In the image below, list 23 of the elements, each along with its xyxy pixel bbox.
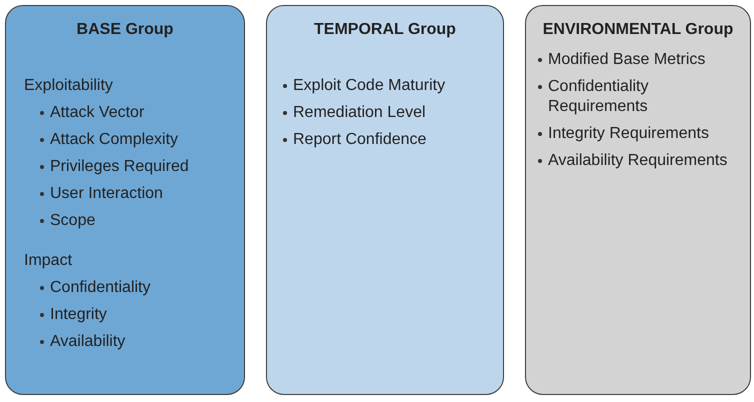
metric-item: Confidentiality Requirements bbox=[548, 77, 650, 117]
metric-item: User Interaction bbox=[50, 184, 163, 204]
metric-item: Report Confidence bbox=[293, 130, 426, 150]
metric-item: Availability Requirements bbox=[548, 151, 728, 171]
metric-item: Integrity bbox=[50, 305, 107, 325]
metric-item: Remediation Level bbox=[293, 103, 426, 123]
metric-item: Attack Complexity bbox=[50, 130, 178, 150]
metric-item: Integrity Requirements bbox=[548, 124, 709, 144]
metric-item: Exploit Code Maturity bbox=[293, 76, 446, 96]
metric-item: Confidentiality bbox=[50, 278, 150, 298]
metric-item: Availability bbox=[50, 332, 126, 352]
group-panel bbox=[266, 5, 504, 395]
category-heading: Exploitability bbox=[24, 76, 114, 96]
metric-item: Attack Vector bbox=[50, 103, 144, 123]
group-panel bbox=[525, 5, 751, 395]
group-title: BASE Group bbox=[76, 20, 174, 40]
group-title: ENVIRONMENTAL Group bbox=[542, 20, 734, 40]
group-title: TEMPORAL Group bbox=[313, 20, 457, 40]
metric-item: Modified Base Metrics bbox=[548, 50, 706, 70]
category-heading: Impact bbox=[24, 251, 74, 271]
metric-item: Privileges Required bbox=[50, 157, 189, 177]
group-panel bbox=[5, 5, 245, 395]
metric-item: Scope bbox=[50, 211, 96, 231]
